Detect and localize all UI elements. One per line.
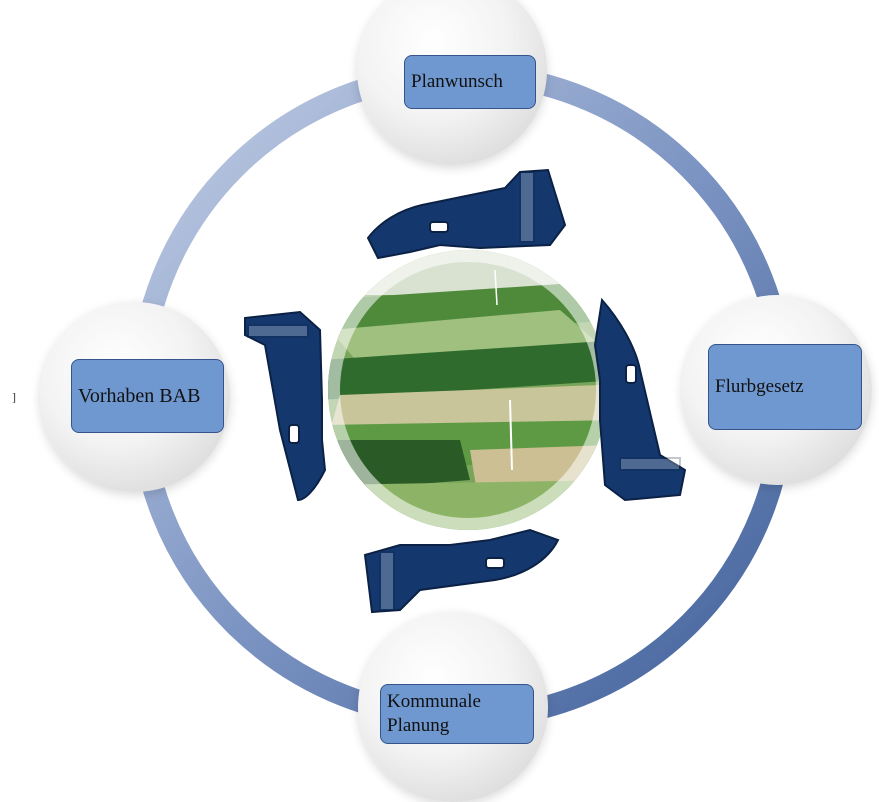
landscape-globe-icon	[328, 250, 608, 530]
planung-text: Planung	[387, 715, 450, 736]
node-label-kommunale-planung: Kommunale Planung	[380, 684, 534, 744]
node-label-vorhaben-bab: Vorhaben BAB	[71, 359, 224, 433]
hand-left-icon	[244, 310, 327, 502]
hand-right-icon	[593, 297, 687, 502]
planwunsch-text: Planwunsch	[411, 71, 503, 92]
node-label-flurbgesetz: Flurbgesetz	[708, 344, 862, 430]
hand-top-icon	[366, 168, 567, 260]
vorhaben-bab-text: Vorhaben BAB	[78, 385, 201, 407]
cycle-ring-graphic	[129, 63, 795, 729]
diagram-canvas: Planwunsch Flurbgesetz Kommunale Planung…	[12, 0, 872, 802]
kommunale-text: Kommunale	[387, 691, 481, 712]
node-label-planwunsch: Planwunsch	[404, 55, 536, 109]
flurbgesetz-text: Flurbgesetz	[715, 376, 804, 397]
hand-bottom-icon	[363, 528, 560, 614]
stray-bracket-mark: ]	[12, 390, 16, 404]
